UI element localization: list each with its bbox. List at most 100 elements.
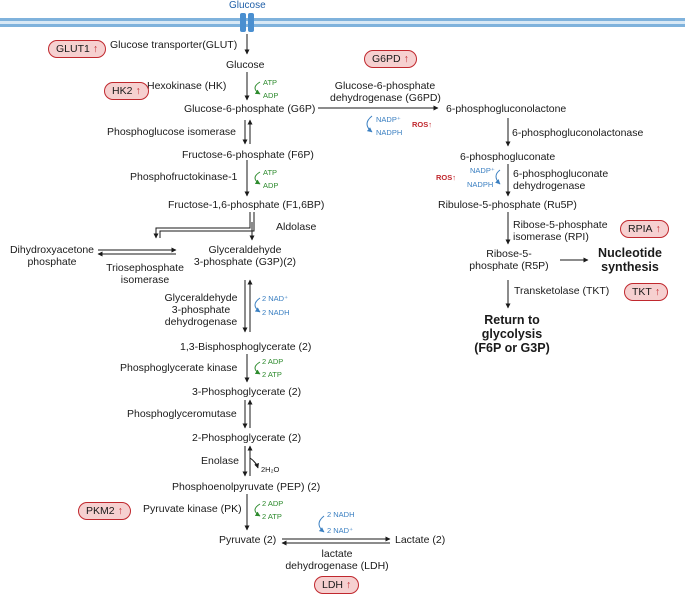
pgd-label: 6-phosphogluconate dehydrogenase bbox=[513, 168, 608, 192]
up-arrow-icon: ↑ bbox=[654, 286, 661, 298]
nucleotide-line-2: synthesis bbox=[601, 260, 659, 274]
gapdh-label: Glyceraldehyde 3-phosphate dehydrogenase bbox=[160, 292, 242, 328]
pgi-label: Phosphoglucose isomerase bbox=[107, 126, 236, 138]
adp-atp-curve-4 bbox=[254, 503, 261, 517]
nad-label: 2 NAD⁺ bbox=[262, 294, 289, 303]
nucleotide-synthesis-label: Nucleotide synthesis bbox=[590, 246, 670, 274]
g3p-label: Glyceraldehyde 3-phosphate (G3P)(2) bbox=[180, 244, 310, 268]
aldolase-arrows bbox=[153, 212, 255, 241]
nadp-nadph-curve-2 bbox=[495, 169, 501, 185]
up-arrow-icon: ↑ bbox=[117, 505, 123, 517]
g6pd-line-1: Glucose-6-phosphate bbox=[334, 80, 436, 92]
atp-label-1: ATP bbox=[263, 78, 278, 87]
rpi-label: Ribose-5-phosphate isomerase (RPI) bbox=[513, 219, 608, 243]
tpi-line-2: isomerase bbox=[120, 274, 170, 286]
pgls-label: 6-phosphogluconolactonase bbox=[512, 127, 644, 139]
r5p-line-1: Ribose-5- bbox=[486, 248, 532, 260]
dhap-label: Dihydroxyacetone phosphate bbox=[6, 244, 98, 268]
membrane-glucose-label: Glucose bbox=[229, 0, 266, 11]
glut1-badge-text: GLUT1 bbox=[56, 43, 90, 55]
return-line-3: (F6P or G3P) bbox=[474, 341, 550, 355]
cell-membrane bbox=[0, 18, 685, 27]
g3p-line-1: Glyceraldehyde bbox=[208, 244, 282, 256]
tpi-line-1: Triosephosphate bbox=[106, 262, 184, 274]
g6pd-line-2: dehydrogenase (G6PD) bbox=[330, 92, 441, 104]
atp-label-3: 2 ATP bbox=[262, 370, 282, 379]
nadp-nadph-curve-1 bbox=[366, 115, 373, 133]
dhap-line-1: Dihydroxyacetone bbox=[9, 244, 95, 256]
pgk-label: Phosphoglycerate kinase bbox=[120, 362, 238, 374]
pgm-label: Phosphoglyceromutase bbox=[127, 408, 237, 420]
3pg-label: 3-Phosphoglycerate (2) bbox=[192, 386, 302, 398]
pgd-line-2: dehydrogenase bbox=[513, 180, 586, 192]
nadh-label: 2 NADH bbox=[262, 308, 290, 317]
dhap-line-2: phosphate bbox=[27, 256, 77, 268]
6pgl-label: 6-phosphogluconolactone bbox=[446, 103, 567, 115]
pkm2-badge-text: PKM2 bbox=[86, 505, 115, 517]
nadh-label-2: 2 NADH bbox=[327, 510, 355, 519]
6pg-label: 6-phosphogluconate bbox=[460, 151, 556, 163]
atp-adp-curve-1 bbox=[254, 81, 261, 95]
nadph-label-2: NADPH bbox=[467, 180, 494, 189]
rpi-line-1: Ribose-5-phosphate bbox=[513, 219, 608, 231]
return-line-2: glycolysis bbox=[481, 327, 543, 341]
tpi-label: Triosephosphate isomerase bbox=[100, 262, 190, 286]
aldolase-label: Aldolase bbox=[276, 221, 317, 233]
h2o-label: 2H₂O bbox=[261, 465, 280, 474]
reversible-arrow-dhap-g3p bbox=[97, 247, 177, 257]
2pg-label: 2-Phosphoglycerate (2) bbox=[192, 432, 302, 444]
tkt-badge: TKT↑ bbox=[624, 283, 669, 301]
pgd-line-1: 6-phosphogluconate bbox=[513, 168, 609, 180]
return-to-glycolysis-label: Return to glycolysis (F6P or G3P) bbox=[462, 313, 562, 355]
up-arrow-icon: ↑ bbox=[135, 85, 141, 97]
ru5p-label: Ribulose-5-phosphate (Ru5P) bbox=[438, 199, 577, 211]
return-line-1: Return to bbox=[484, 313, 540, 327]
nucleotide-line-1: Nucleotide bbox=[598, 246, 662, 260]
f16bp-label: Fructose-1,6-phosphate (F1,6BP) bbox=[168, 199, 325, 211]
bpg-label: 1,3-Bisphosphoglycerate (2) bbox=[180, 341, 312, 353]
adp-label-3: 2 ADP bbox=[262, 357, 284, 366]
up-arrow-icon: ↑ bbox=[346, 579, 352, 591]
gapdh-line-2: 3-phosphate bbox=[171, 304, 231, 316]
glut1-badge: GLUT1↑ bbox=[48, 40, 107, 58]
g6pd-badge-text: G6PD bbox=[372, 53, 401, 65]
glut-transporter-icon bbox=[240, 13, 254, 32]
pyruvate-label: Pyruvate (2) bbox=[219, 534, 277, 546]
atp-label-4: 2 ATP bbox=[262, 512, 282, 521]
g6p-label: Glucose-6-phosphate (G6P) bbox=[184, 103, 316, 115]
gapdh-line-1: Glyceraldehyde bbox=[164, 292, 238, 304]
up-arrow-icon: ↑ bbox=[403, 53, 409, 65]
ldh-badge: LDH↑ bbox=[314, 576, 360, 594]
lactate-label: Lactate (2) bbox=[395, 534, 446, 546]
tkt-badge-text: TKT bbox=[632, 286, 652, 298]
rpia-badge: RPIA↑ bbox=[620, 220, 669, 238]
nad-label-2: 2 NAD⁺ bbox=[327, 526, 354, 535]
g3p-line-2: 3-phosphate (G3P)(2) bbox=[193, 256, 297, 268]
pk-label: Pyruvate kinase (PK) bbox=[143, 503, 242, 515]
reversible-arrow-pyruvate-lactate bbox=[281, 536, 391, 546]
nad-nadh-curve-1 bbox=[254, 297, 261, 313]
tkt-label: Transketolase (TKT) bbox=[514, 285, 610, 297]
rpi-line-2: isomerase (RPI) bbox=[513, 231, 589, 243]
ros-label-2: ROS↑ bbox=[436, 173, 457, 182]
pep-label: Phosphoenolpyruvate (PEP) (2) bbox=[172, 481, 321, 493]
f6p-label: Fructose-6-phosphate (F6P) bbox=[182, 149, 314, 161]
glucose-label: Glucose bbox=[226, 59, 265, 71]
hexokinase-label: Hexokinase (HK) bbox=[147, 80, 227, 92]
gapdh-line-3: dehydrogenase bbox=[164, 316, 238, 328]
up-arrow-icon: ↑ bbox=[655, 223, 661, 235]
adp-label-2: ADP bbox=[263, 181, 279, 190]
ldh-line-2: dehydrogenase (LDH) bbox=[285, 560, 389, 572]
reversible-arrow-g3p-bpg bbox=[242, 279, 253, 333]
adp-label-1: ADP bbox=[263, 91, 279, 100]
up-arrow-icon: ↑ bbox=[92, 43, 99, 55]
enolase-label: Enolase bbox=[201, 455, 239, 467]
hk2-badge: HK2↑ bbox=[104, 82, 149, 100]
nadph-label-1: NADPH bbox=[376, 128, 403, 137]
pfk-label: Phosphofructokinase-1 bbox=[130, 171, 238, 183]
pkm2-badge: PKM2↑ bbox=[78, 502, 131, 520]
reversible-arrow-3pg-2pg bbox=[242, 399, 253, 429]
nadp-label-1: NADP⁺ bbox=[376, 115, 401, 124]
reversible-arrow-g6p-f6p bbox=[242, 119, 253, 145]
